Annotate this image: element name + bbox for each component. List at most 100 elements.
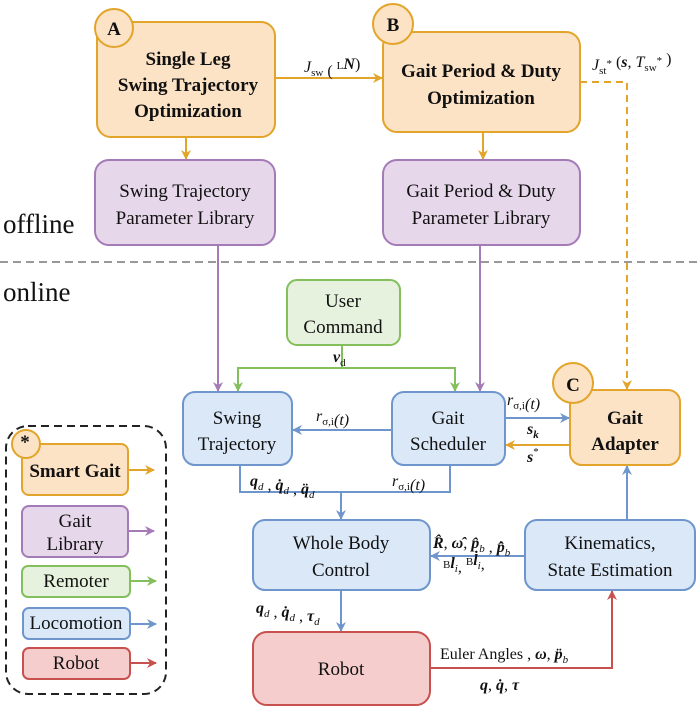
math-segment: q̇ (282, 604, 290, 621)
math-segment: , (504, 677, 512, 694)
math-segment: r (392, 473, 399, 490)
math-segment: d (258, 481, 264, 493)
box-a-line3: Optimization (134, 101, 242, 122)
math-segment: T (636, 54, 646, 71)
math-segment: , (463, 535, 471, 552)
math-segment: p̈ (553, 646, 563, 663)
math-segment: Euler Angles , (440, 646, 535, 663)
math-segment: B (443, 559, 450, 571)
box-swing-trajectory (182, 391, 293, 466)
math-segment: J (592, 57, 600, 74)
legend-label-smart-gait: Smart Gait (29, 461, 121, 482)
box-b-line2: Optimization (427, 88, 535, 109)
math-segment: l (450, 555, 455, 572)
box-swing-library (94, 159, 276, 246)
math-segment: , (289, 481, 301, 498)
legend-badge-label: * (20, 432, 30, 453)
math-segment: , (481, 556, 485, 573)
math-segment: s (620, 54, 627, 71)
label-sk: sk (526, 421, 539, 441)
wbc-line2: Control (312, 560, 370, 581)
math-segment: d (284, 485, 290, 497)
box-robot (252, 631, 431, 706)
scheduler-line1: Gait (432, 408, 465, 429)
legend: * Smart Gait Gait Library Remoter Locomo… (5, 425, 167, 695)
box-user-command (286, 279, 401, 346)
math-segment: p̂ (469, 535, 479, 552)
math-segment: (t) (334, 412, 349, 429)
math-segment: N (342, 56, 356, 73)
math-segment: r (316, 408, 323, 425)
adapter-line2: Adapter (591, 434, 659, 455)
arrow-robot-to-kinematics (430, 590, 617, 669)
legend-label-gait: Gait (59, 511, 92, 532)
math-segment: d (309, 489, 315, 501)
label-qd-tau: qd , q̇d , τd (256, 600, 320, 628)
math-segment: J (304, 59, 312, 76)
math-segment: b (563, 654, 569, 666)
math-segment: , (295, 608, 307, 625)
label-sstar: s* (526, 446, 539, 466)
wbc-line1: Whole Body (293, 533, 390, 554)
label-r-swing: rσ,i(t) (316, 408, 349, 429)
legend-label-remoter: Remoter (43, 571, 109, 592)
math-segment: q (250, 473, 258, 490)
box-gait-period-optimization (382, 31, 581, 133)
math-segment: q̇ (496, 677, 504, 694)
user-command-line2: Command (303, 317, 383, 338)
math-segment: ( (612, 54, 621, 71)
math-segment: R̂ (432, 533, 444, 552)
badge-a (94, 8, 134, 48)
box-kinematics (524, 519, 696, 591)
math-segment: , (458, 559, 466, 576)
legend-badge (11, 429, 41, 459)
math-segment: σ,i (322, 416, 334, 428)
math-segment: b (505, 547, 511, 559)
kinematics-line1: Kinematics, (564, 533, 655, 554)
math-segment: i (455, 563, 458, 575)
math-segment: q (256, 600, 264, 617)
math-segment: , (547, 646, 555, 663)
arrow-command-to-swing (233, 367, 342, 392)
gait-lib-line2: Parameter Library (412, 208, 551, 229)
legend-label-robot: Robot (53, 653, 100, 674)
math-segment: s (526, 421, 533, 438)
math-segment: ) (355, 56, 360, 73)
box-gait-adapter (569, 389, 681, 466)
box-gait-library (382, 159, 581, 246)
label-r-adapter: rσ,i(t) (507, 392, 540, 413)
math-segment: d (290, 612, 296, 624)
label-qd-desired: qd , q̇d , q̈d (250, 473, 315, 501)
swing-lib-line2: Parameter Library (116, 208, 255, 229)
math-segment: * (606, 58, 612, 70)
math-segment: q̇ (276, 477, 284, 494)
math-segment: ( (323, 63, 336, 80)
label-vd: vd (333, 349, 346, 369)
math-segment: , (488, 677, 496, 694)
robot-label: Robot (318, 659, 365, 680)
badge-c-label: C (566, 375, 580, 396)
box-a-line1: Single Leg (146, 49, 231, 70)
label-q-tau: q, q̇, τ (480, 677, 520, 694)
kinematics-line2: State Estimation (547, 560, 673, 581)
badge-a-label: A (107, 19, 121, 40)
math-segment: r (507, 392, 514, 409)
math-segment: , (270, 604, 282, 621)
legend-border (5, 425, 167, 695)
label-jsw: Jsw ( LN) (304, 56, 360, 80)
math-segment: σ,i (398, 481, 410, 493)
scheduler-line2: Scheduler (410, 434, 487, 455)
box-whole-body-control (252, 519, 431, 591)
math-segment: , (264, 477, 276, 494)
math-segment: B (466, 556, 473, 568)
swing-line1: Swing (213, 408, 262, 429)
online-label: online (3, 277, 71, 307)
math-segment: , (485, 539, 497, 556)
badge-c (552, 362, 594, 404)
math-segment: d (340, 357, 346, 369)
label-leg-vectors: Bli, Bl̇i, (443, 550, 485, 576)
math-segment: * (657, 55, 663, 67)
swing-line2: Trajectory (198, 434, 277, 455)
box-single-leg-optimization (96, 21, 276, 138)
